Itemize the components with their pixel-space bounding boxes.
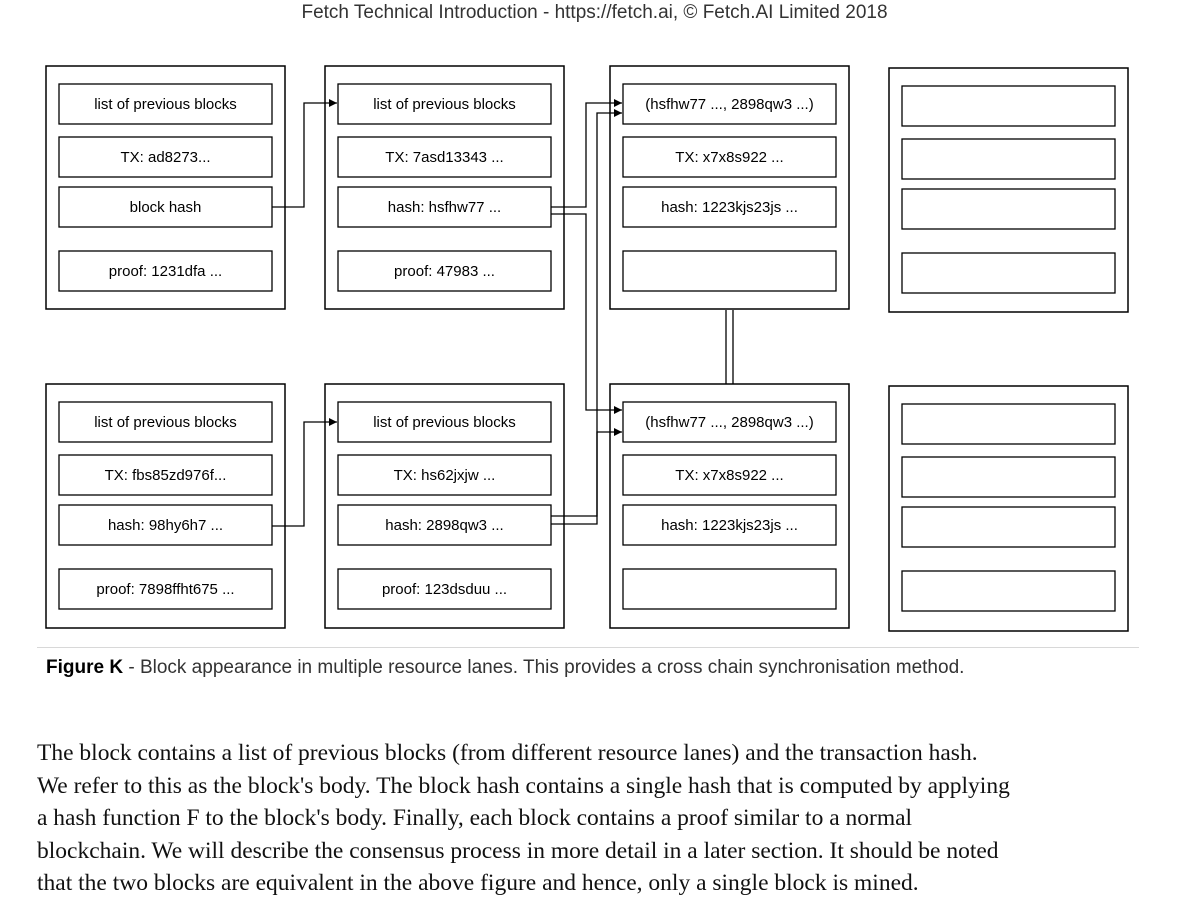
block-field-box bbox=[337, 504, 552, 546]
block-field-text: TX: 7asd13343 ... bbox=[385, 149, 503, 166]
block-field-box bbox=[58, 136, 273, 178]
block-field-box bbox=[901, 506, 1116, 548]
block-field-box bbox=[622, 250, 837, 292]
block-field-box bbox=[337, 454, 552, 496]
block-field-text: TX: ad8273... bbox=[120, 149, 210, 166]
block-field-box bbox=[58, 250, 273, 292]
connector-2898qw3-to-bottom-3 bbox=[551, 428, 622, 525]
block-field-text: list of previous blocks bbox=[94, 414, 237, 431]
top-lane-block-3: (hsfhw77 ..., 2898qw3 ...) TX: x7x8s922 .… bbox=[609, 65, 850, 310]
block-field-box bbox=[337, 568, 552, 610]
page-header: Fetch Technical Introduction - https://f… bbox=[301, 2, 888, 23]
block-field-box bbox=[901, 138, 1116, 180]
block-field-text: (hsfhw77 ..., 2898qw3 ...) bbox=[645, 414, 813, 431]
block-field-box bbox=[337, 250, 552, 292]
block-field-text: hash: 1223kjs23js ... bbox=[661, 199, 798, 216]
block-field-box bbox=[337, 186, 552, 228]
figure-label: Figure K bbox=[46, 657, 124, 678]
block-field-text: hash: 2898qw3 ... bbox=[385, 517, 503, 534]
block-field-box bbox=[622, 504, 837, 546]
body-line: We refer to this as the block's body. Th… bbox=[37, 772, 1010, 799]
connectors bbox=[272, 99, 734, 527]
block-field-text: proof: 47983 ... bbox=[394, 263, 495, 280]
block-field-text: TX: x7x8s922 ... bbox=[675, 467, 783, 484]
figure-caption: Figure K - Block appearance in multiple … bbox=[46, 657, 964, 679]
block-field-box bbox=[58, 454, 273, 496]
figure-caption-text: - Block appearance in multiple resource … bbox=[123, 657, 965, 678]
body-line: blockchain. We will describe the consens… bbox=[37, 837, 999, 864]
block-field-box bbox=[622, 83, 837, 125]
block-field-box bbox=[58, 401, 273, 443]
connector-hsfhw77-to-bottom-3 bbox=[551, 213, 622, 414]
block-field-text: list of previous blocks bbox=[94, 96, 237, 113]
top-lane-block-4 bbox=[888, 67, 1129, 313]
bottom-lane-block-4 bbox=[888, 385, 1129, 632]
caption-divider bbox=[37, 647, 1139, 648]
block-field-text: proof: 1231dfa ... bbox=[109, 263, 222, 280]
block-field-box bbox=[901, 85, 1116, 127]
block-field-text: list of previous blocks bbox=[373, 414, 516, 431]
block-field-text: list of previous blocks bbox=[373, 96, 516, 113]
block-field-box bbox=[622, 454, 837, 496]
block-field-box bbox=[58, 504, 273, 546]
block-field-text: (hsfhw77 ..., 2898qw3 ...) bbox=[645, 96, 813, 113]
body-line: The block contains a list of previous bl… bbox=[37, 740, 978, 766]
block-field-box bbox=[901, 403, 1116, 445]
body-line: that the two blocks are equivalent in th… bbox=[37, 870, 919, 896]
block-field-text: hash: hsfhw77 ... bbox=[388, 199, 501, 216]
block-field-box bbox=[337, 401, 552, 443]
block-field-text: TX: fbs85zd976f... bbox=[105, 467, 227, 484]
block-field-box bbox=[622, 136, 837, 178]
block-field-box bbox=[337, 136, 552, 178]
body-paragraph: The block contains a list of previous bl… bbox=[37, 737, 1157, 900]
block-field-text: hash: 98hy6h7 ... bbox=[108, 517, 223, 534]
block-field-box bbox=[901, 456, 1116, 498]
block-field-box bbox=[901, 252, 1116, 294]
block-field-text: proof: 7898ffht675 ... bbox=[96, 581, 234, 598]
block-field-text: block hash bbox=[130, 199, 202, 216]
block-field-box bbox=[622, 401, 837, 443]
block-field-text: proof: 123dsduu ... bbox=[382, 581, 507, 598]
block-field-box bbox=[622, 186, 837, 228]
block-field-text: TX: hs62jxjw ... bbox=[394, 467, 496, 484]
block-field-text: hash: 1223kjs23js ... bbox=[661, 517, 798, 534]
block-field-box bbox=[337, 83, 552, 125]
block-field-box bbox=[58, 568, 273, 610]
bottom-lane-block-3: (hsfhw77 ..., 2898qw3 ...) TX: x7x8s922 .… bbox=[609, 383, 850, 629]
connector-hsfhw77-to-top-3 bbox=[551, 99, 622, 208]
block-field-text: TX: x7x8s922 ... bbox=[675, 149, 783, 166]
block-field-box bbox=[901, 570, 1116, 612]
body-line: a hash function F to the block's body. F… bbox=[37, 805, 913, 831]
block-field-box bbox=[58, 83, 273, 125]
block-field-box bbox=[901, 188, 1116, 230]
block-field-box bbox=[622, 568, 837, 610]
connector-top-1-to-2 bbox=[272, 99, 337, 208]
connector-bottom-1-to-2 bbox=[272, 418, 337, 527]
connector-2898qw3-to-top-3 bbox=[551, 109, 622, 517]
